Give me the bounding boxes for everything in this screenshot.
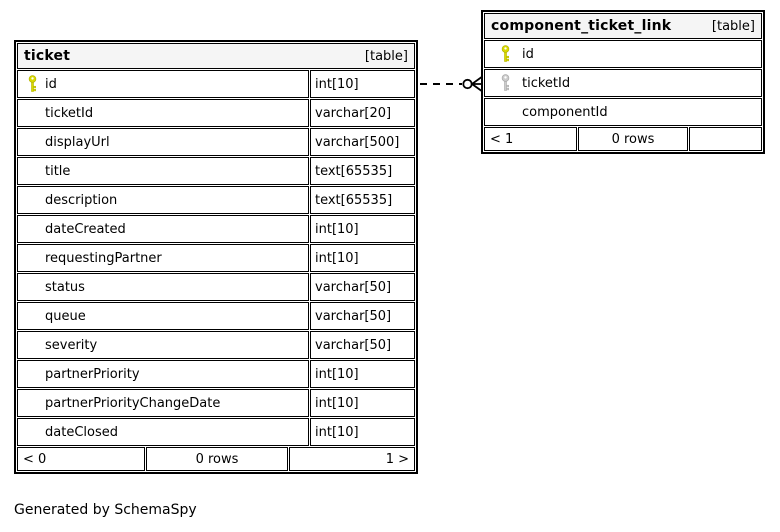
column-row-status: status varchar[50]: [17, 273, 415, 301]
table-component-ticket-link-rows: id ticketId componentId: [484, 40, 762, 126]
column-row-partnerPriority: partnerPriority int[10]: [17, 360, 415, 388]
table-component-ticket-link-footer: < 1 0 rows: [484, 127, 762, 151]
column-name-cell: requestingPartner: [17, 244, 309, 272]
column-name: queue: [45, 308, 86, 324]
column-row-ticketId: ticketId: [484, 69, 762, 97]
column-name: ticketId: [522, 75, 571, 91]
column-name: componentId: [522, 104, 608, 120]
table-ticket-footer: < 0 0 rows 1 >: [17, 447, 415, 471]
table-ticket-rows: id int[10] ticketId varchar[20] displayUrl va…: [17, 70, 415, 446]
column-name: id: [45, 76, 57, 92]
zero-cardinality-circle-icon: [462, 78, 473, 90]
column-type: int[10]: [310, 389, 415, 417]
footer-parents-count: 1 >: [289, 447, 415, 471]
footer-parents-count: [689, 127, 762, 151]
crow-foot-icon: [470, 76, 481, 92]
column-row-partnerPriorityChangeDate: partnerPriorityChangeDate int[10]: [17, 389, 415, 417]
column-name: dateClosed: [45, 424, 118, 440]
column-type: text[65535]: [310, 157, 415, 185]
column-name-cell: partnerPriorityChangeDate: [17, 389, 309, 417]
column-type: varchar[20]: [310, 99, 415, 127]
column-type: int[10]: [310, 418, 415, 446]
column-name: partnerPriority: [45, 366, 140, 382]
column-type: text[65535]: [310, 186, 415, 214]
generated-by-credit: Generated by SchemaSpy: [14, 502, 197, 518]
column-name: displayUrl: [45, 134, 110, 150]
table-name: ticket: [24, 48, 71, 64]
primary-key-icon: [500, 45, 522, 63]
column-row-queue: queue varchar[50]: [17, 302, 415, 330]
column-name-cell: displayUrl: [17, 128, 309, 156]
column-row-requestingPartner: requestingPartner int[10]: [17, 244, 415, 272]
column-row-dateClosed: dateClosed int[10]: [17, 418, 415, 446]
footer-row-count: 0 rows: [146, 447, 288, 471]
column-row-description: description text[65535]: [17, 186, 415, 214]
foreign-key-icon: [500, 74, 522, 92]
column-name-cell: id: [17, 70, 309, 98]
column-row-componentId: componentId: [484, 98, 762, 126]
column-type: varchar[50]: [310, 273, 415, 301]
column-row-dateCreated: dateCreated int[10]: [17, 215, 415, 243]
column-name-cell: partnerPriority: [17, 360, 309, 388]
column-type: int[10]: [310, 244, 415, 272]
table-component-ticket-link: component_ticket_link [table] id ticketId…: [481, 10, 765, 154]
column-type: varchar[50]: [310, 331, 415, 359]
column-name: severity: [45, 337, 98, 353]
column-row-id: id int[10]: [17, 70, 415, 98]
column-name-cell: id: [484, 40, 762, 68]
column-name-cell: description: [17, 186, 309, 214]
column-row-displayUrl: displayUrl varchar[500]: [17, 128, 415, 156]
column-row-ticketId: ticketId varchar[20]: [17, 99, 415, 127]
table-name: component_ticket_link: [491, 18, 672, 34]
column-name-cell: ticketId: [484, 69, 762, 97]
column-name-cell: dateCreated: [17, 215, 309, 243]
column-name-cell: queue: [17, 302, 309, 330]
column-type: varchar[50]: [310, 302, 415, 330]
column-name-cell: severity: [17, 331, 309, 359]
column-name: dateCreated: [45, 221, 126, 237]
column-name: description: [45, 192, 118, 208]
column-row-title: title text[65535]: [17, 157, 415, 185]
footer-children-count: < 0: [17, 447, 145, 471]
footer-row-count: 0 rows: [578, 127, 688, 151]
table-component-ticket-link-header[interactable]: component_ticket_link [table]: [484, 13, 762, 39]
table-type-label: [table]: [364, 48, 408, 64]
column-type: int[10]: [310, 70, 415, 98]
column-name: partnerPriorityChangeDate: [45, 395, 221, 411]
primary-key-icon: [27, 75, 45, 93]
column-name: title: [45, 163, 71, 179]
footer-children-count: < 1: [484, 127, 577, 151]
column-name-cell: ticketId: [17, 99, 309, 127]
column-type: int[10]: [310, 215, 415, 243]
column-row-id: id: [484, 40, 762, 68]
table-ticket: ticket [table] id int[10] ticketId varchar[…: [14, 40, 418, 474]
column-type: int[10]: [310, 360, 415, 388]
column-name-cell: componentId: [484, 98, 762, 126]
relationship-connector: [420, 76, 481, 92]
column-row-severity: severity varchar[50]: [17, 331, 415, 359]
column-name-cell: title: [17, 157, 309, 185]
column-name-cell: dateClosed: [17, 418, 309, 446]
column-name-cell: status: [17, 273, 309, 301]
table-ticket-header[interactable]: ticket [table]: [17, 43, 415, 69]
column-name: status: [45, 279, 85, 295]
column-name: requestingPartner: [45, 250, 162, 266]
table-type-label: [table]: [711, 18, 755, 34]
column-type: varchar[500]: [310, 128, 415, 156]
column-name: ticketId: [45, 105, 94, 121]
column-name: id: [522, 46, 534, 62]
